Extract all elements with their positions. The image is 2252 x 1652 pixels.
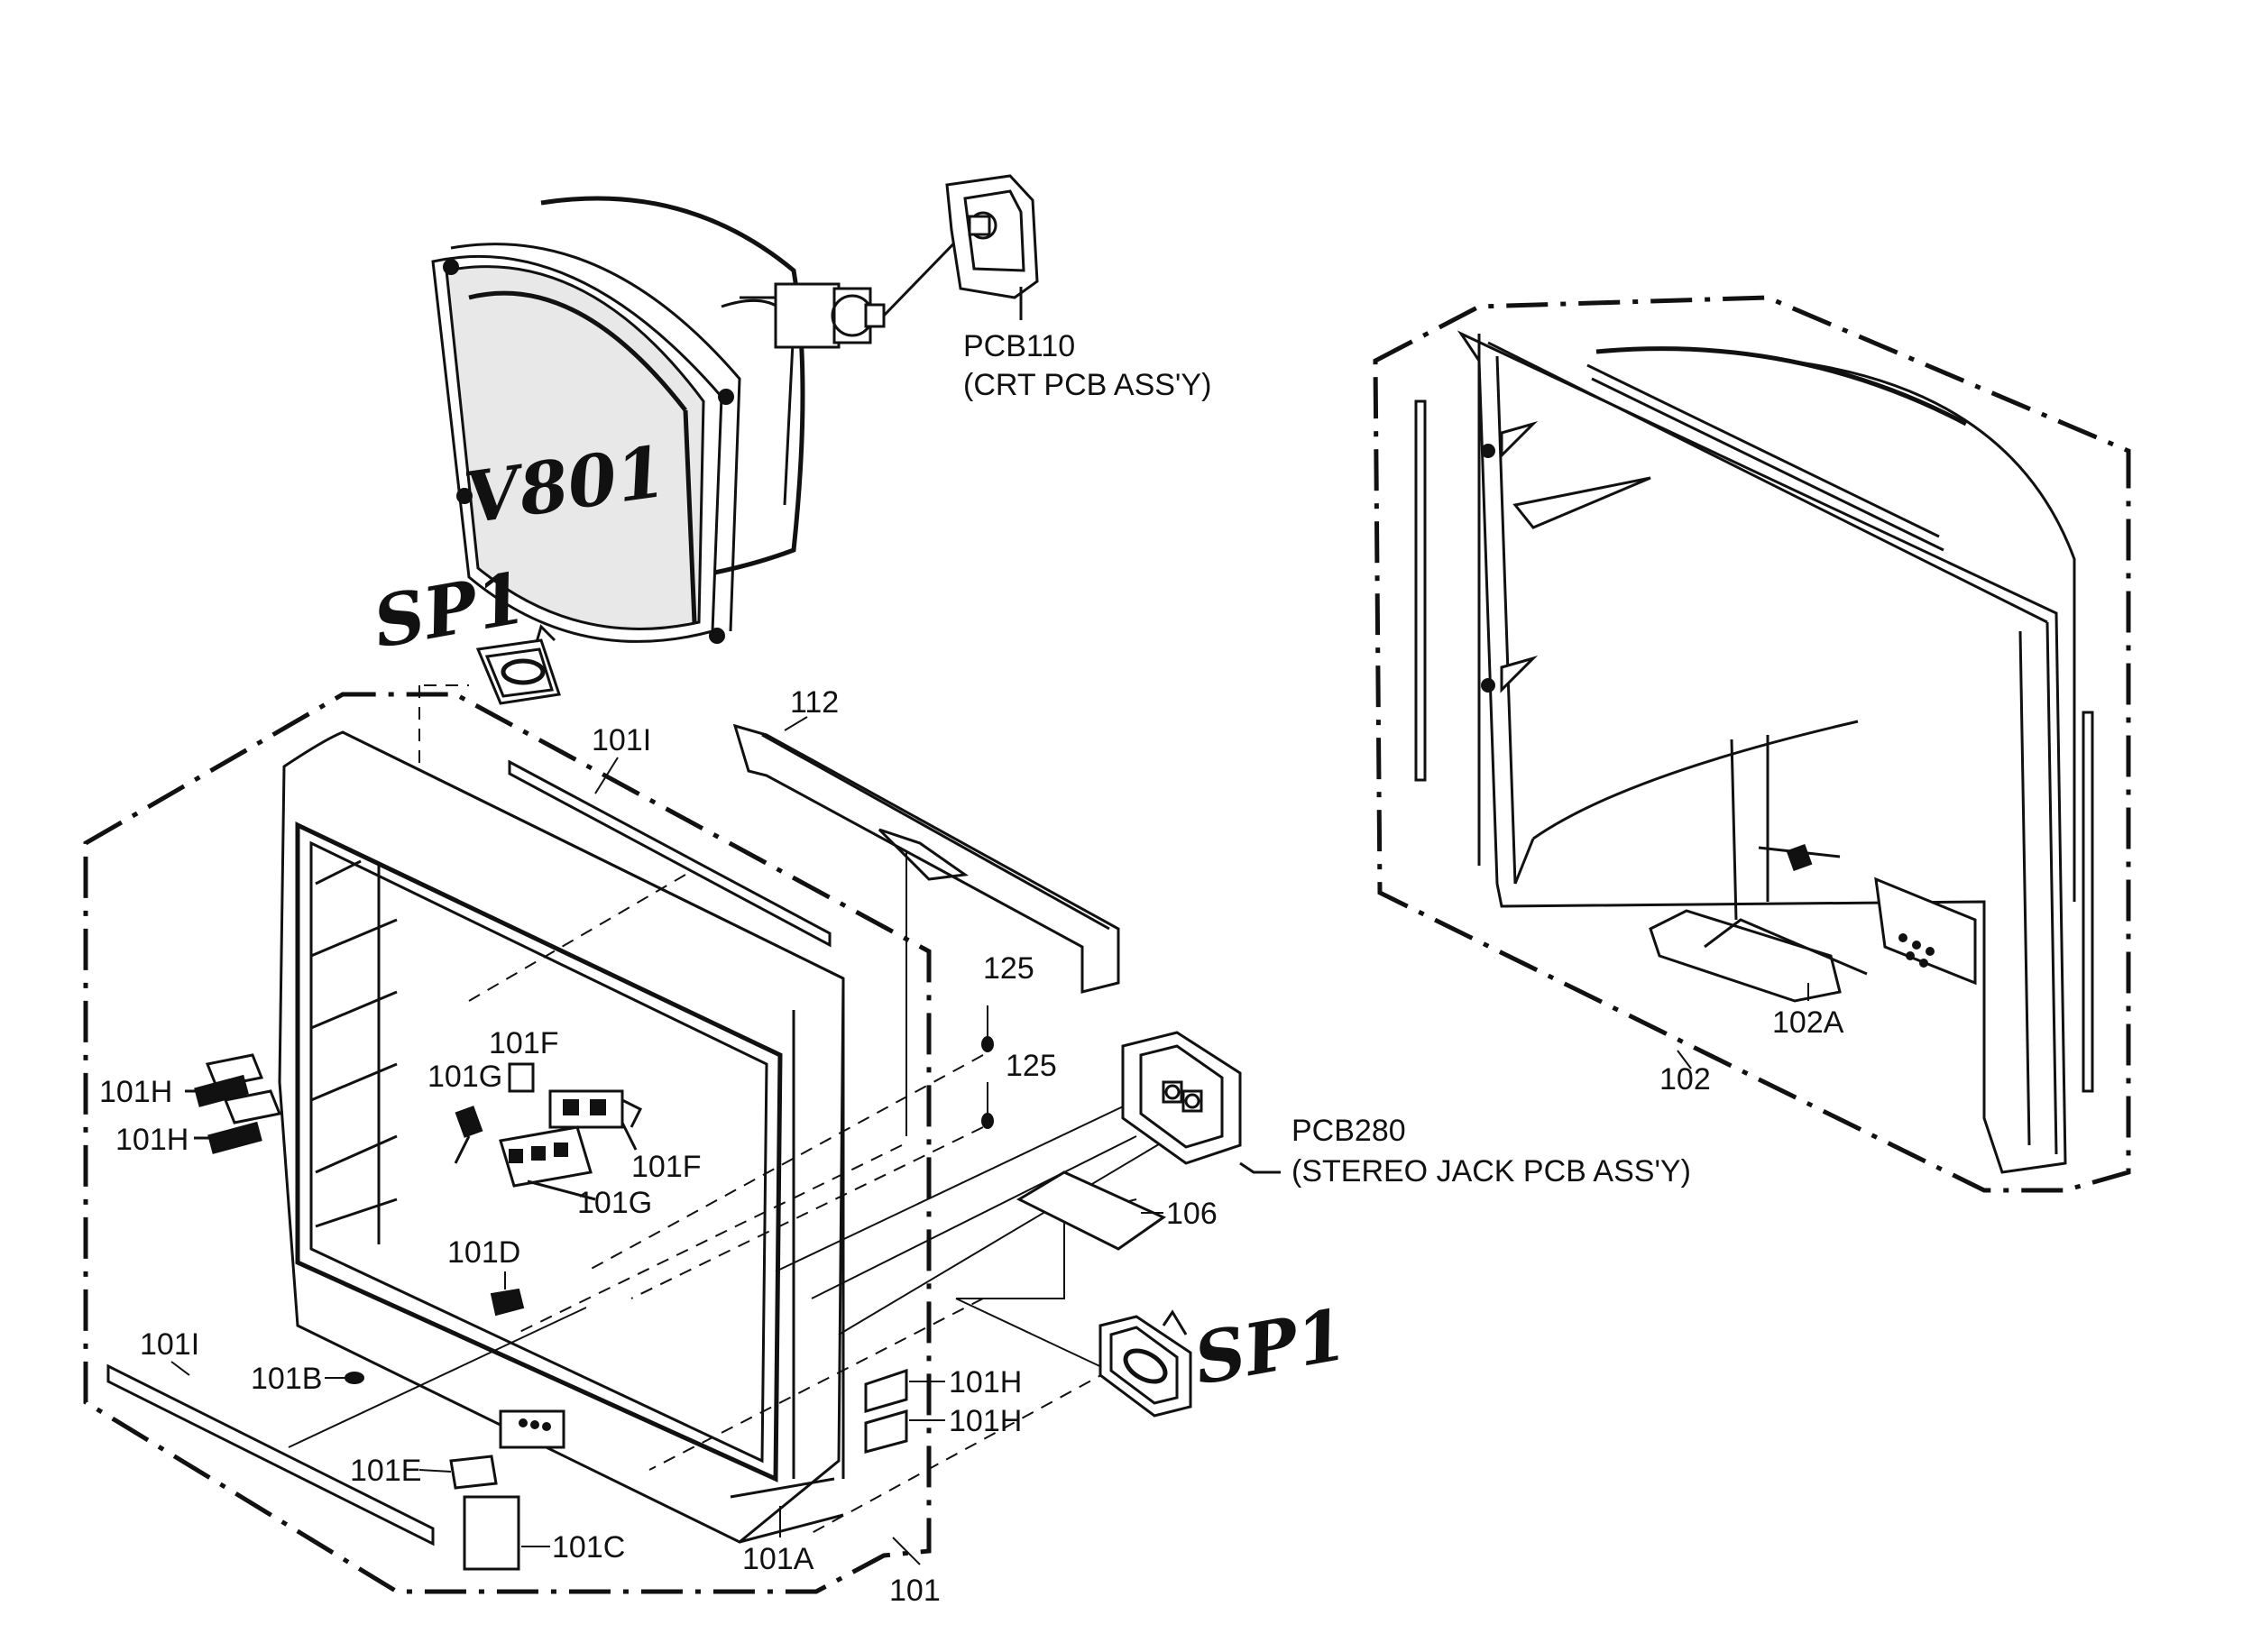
power-button-101d: 101D <box>447 1235 525 1317</box>
101f-top-label: 101F <box>489 1026 559 1060</box>
front-small-parts: 101B 101E 101C <box>251 1362 625 1571</box>
sp1-right-label: SP1 <box>1188 1294 1352 1401</box>
101g-top-label: 101G <box>427 1060 502 1094</box>
crt-pcb-pcb110: PCB110 (CRT PCB ASS'Y) <box>882 174 1211 402</box>
101h-left-2-label: 101H <box>115 1123 188 1157</box>
pcb280-label: PCB280 <box>1291 1114 1406 1148</box>
crt-tube-v801: V801 <box>431 196 886 644</box>
101d-label: 101D <box>447 1235 520 1270</box>
101i-top-label: 101I <box>592 723 651 757</box>
101h-right-1-label: 101H <box>949 1365 1022 1400</box>
101c-label: 101C <box>552 1530 625 1565</box>
101h-left-1-label: 101H <box>99 1075 172 1109</box>
101i-bottom-label: 101I <box>140 1327 199 1362</box>
screws-125: 125 125 <box>981 951 1057 1129</box>
102a-label: 102A <box>1772 1005 1844 1040</box>
brackets-101h-right: 101H 101H <box>864 1365 1022 1454</box>
112-label: 112 <box>790 685 839 720</box>
pcb110-label: PCB110 <box>963 329 1075 363</box>
brackets-101h-left: 101H 101H <box>99 1053 282 1157</box>
stereo-jack-pcb280: PCB280 (STEREO JACK PCB ASS'Y) <box>1121 1031 1691 1189</box>
125-first-label: 125 <box>983 951 1034 986</box>
101a-label: 101A <box>742 1542 814 1576</box>
pcb280-desc: (STEREO JACK PCB ASS'Y) <box>1291 1154 1691 1189</box>
top-trim-112: 112 <box>732 685 1120 1136</box>
101f-bottom-label: 101F <box>631 1150 702 1184</box>
pcb110-desc: (CRT PCB ASS'Y) <box>963 368 1211 402</box>
label-plate-106: 106 <box>1016 1170 1218 1251</box>
101h-right-2-label: 101H <box>949 1404 1022 1438</box>
125-second-label: 125 <box>1006 1049 1057 1083</box>
101g-bottom-label: 101G <box>577 1186 652 1220</box>
speaker-sp1-right: SP1 <box>1098 1294 1353 1418</box>
control-buttons-101f-101g: 101F 101G 101F 101G <box>427 1026 702 1220</box>
101b-label: 101B <box>251 1362 322 1396</box>
102-label: 102 <box>1659 1062 1711 1097</box>
106-label: 106 <box>1166 1197 1218 1231</box>
rear-cabinet-102: 102A 102 <box>1373 295 2131 1193</box>
101-label: 101 <box>889 1574 941 1608</box>
101e-label: 101E <box>350 1454 421 1488</box>
